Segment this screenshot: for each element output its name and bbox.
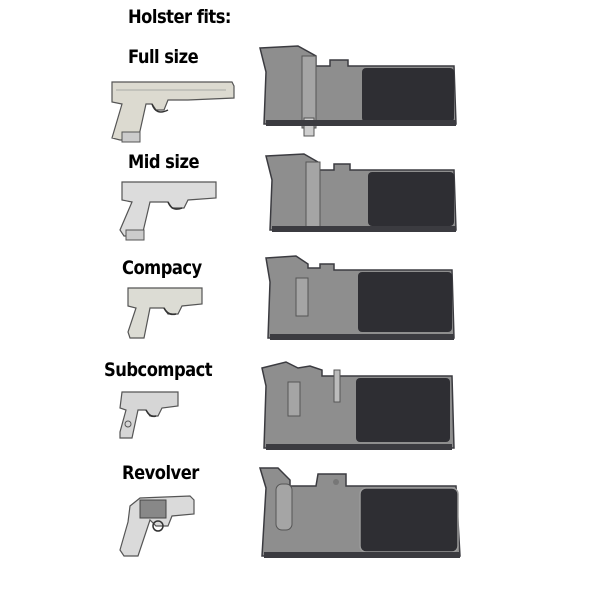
belly-band-holster-icon (264, 150, 460, 234)
belly-band-holster-icon (258, 42, 458, 138)
compact-pistol-icon (124, 284, 204, 346)
row-label: Mid size (128, 151, 200, 173)
belly-band-holster-icon (256, 466, 464, 560)
subcompact-pistol-icon (116, 388, 182, 444)
row-label: Full size (128, 46, 199, 68)
full-size-pistol-icon (108, 76, 238, 148)
mid-size-pistol-icon (118, 178, 218, 248)
page-title: Holster fits: (128, 6, 231, 28)
row-label: Subcompact (104, 359, 213, 381)
belly-band-holster-icon (258, 356, 456, 452)
row-label: Revolver (122, 462, 199, 484)
belly-band-holster-icon (262, 252, 458, 342)
revolver-icon (116, 492, 200, 562)
row-label: Compacy (122, 257, 202, 279)
